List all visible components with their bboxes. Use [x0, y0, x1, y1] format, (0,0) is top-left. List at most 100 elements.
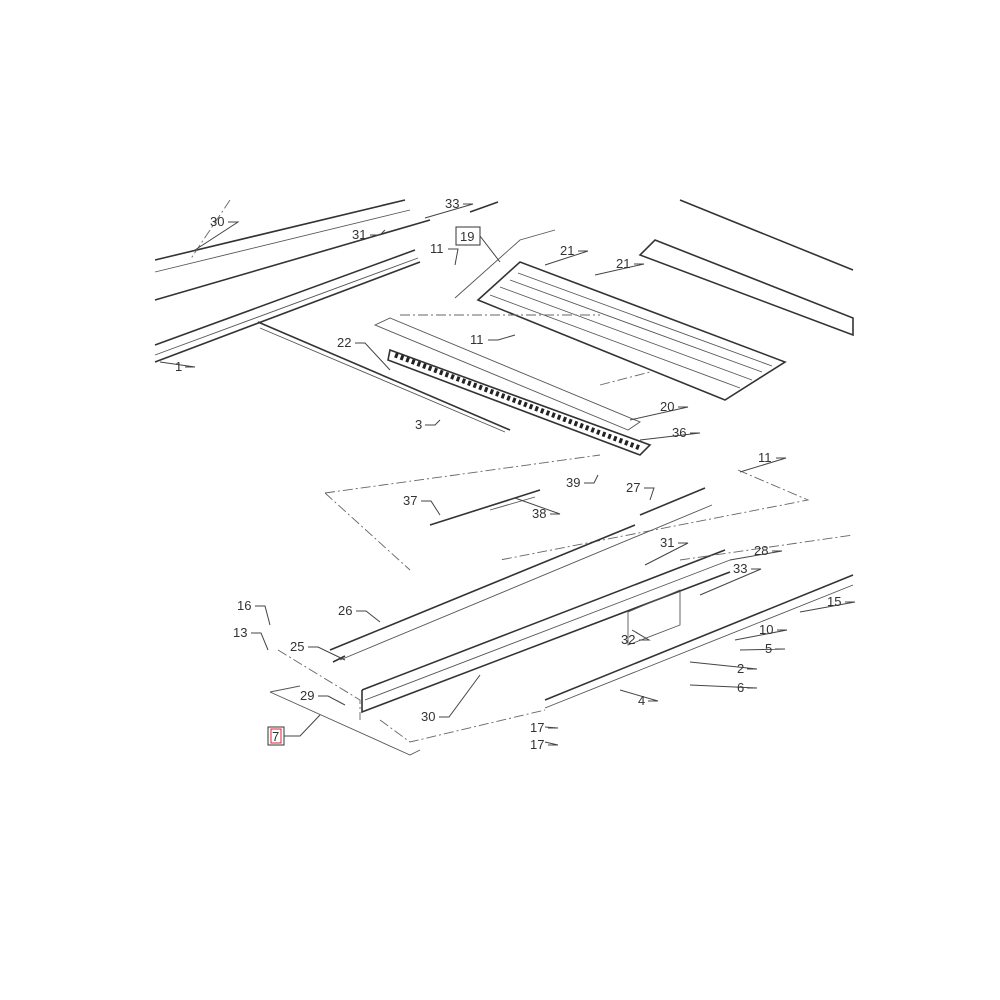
callout-number: 38 — [532, 506, 546, 521]
callout-19: 19 — [455, 226, 501, 263]
callout-number: 3 — [415, 417, 422, 432]
leader-line — [425, 419, 441, 426]
callout-11: 11 — [739, 450, 787, 473]
callout-38: 38 — [514, 497, 561, 521]
callout-1: 1 — [159, 359, 196, 374]
callout-number: 30 — [210, 214, 224, 229]
leader-line — [356, 610, 381, 623]
callout-11: 11 — [470, 332, 516, 347]
leader-line — [544, 250, 589, 266]
leader-line — [488, 334, 516, 341]
callout-31: 31 — [352, 227, 386, 242]
leader-line — [699, 568, 762, 596]
callout-16: 16 — [237, 598, 271, 626]
leader-line — [355, 342, 391, 371]
callout-30: 30 — [194, 214, 240, 251]
callout-28: 28 — [729, 543, 783, 561]
comb-part-20 — [373, 317, 652, 456]
leader-line — [544, 741, 559, 746]
leader-line — [544, 726, 559, 729]
callout-number: 33 — [445, 196, 459, 211]
leader-line — [644, 487, 655, 501]
strip-part-3 — [257, 321, 511, 433]
small-parts-37-38-27 — [429, 487, 706, 526]
callout-number: 10 — [759, 622, 773, 637]
callout-number: 15 — [827, 594, 841, 609]
callout-36: 36 — [639, 425, 701, 441]
leader-line — [159, 361, 196, 368]
callout-number: 31 — [660, 535, 674, 550]
callout-number: 27 — [626, 480, 640, 495]
callout-37: 37 — [403, 493, 441, 516]
callout-13: 13 — [233, 625, 269, 651]
callout-number: 31 — [352, 227, 366, 242]
panel-part-19 — [400, 229, 787, 401]
leader-line — [639, 432, 701, 441]
callout-27: 27 — [626, 480, 655, 501]
leader-line — [194, 221, 240, 251]
callout-21: 21 — [544, 243, 589, 266]
callout-number: 22 — [337, 335, 351, 350]
callout-25: 25 — [290, 639, 346, 661]
leader-line — [629, 406, 689, 421]
callout-15: 15 — [799, 594, 856, 613]
callout-number: 11 — [470, 332, 484, 347]
callout-number: 17 — [530, 737, 544, 752]
leader-line — [739, 648, 786, 651]
leader-line — [799, 601, 856, 613]
rails-top-right — [469, 199, 854, 337]
leader-line — [584, 474, 599, 484]
callout-number: 17 — [530, 720, 544, 735]
leader-line — [631, 629, 651, 641]
rail-assembly-top-left — [154, 199, 431, 363]
callout-17: 17 — [530, 720, 559, 735]
callout-number: 26 — [338, 603, 352, 618]
plate-part-7 — [269, 685, 421, 756]
leader-line — [439, 674, 481, 718]
callout-number: 19 — [460, 229, 474, 244]
callout-number: 11 — [758, 450, 772, 465]
leader-line — [619, 689, 659, 702]
channel-part-28 — [361, 549, 731, 714]
callout-2: 2 — [689, 661, 758, 676]
callout-22: 22 — [337, 335, 391, 371]
leader-line — [370, 229, 386, 236]
callout-number: 25 — [290, 639, 304, 654]
leader-line — [255, 605, 271, 626]
leader-line — [689, 661, 758, 670]
callout-21: 21 — [594, 256, 645, 276]
callout-number: 4 — [638, 693, 645, 708]
bar-part-4 — [544, 534, 854, 709]
callout-number: 21 — [616, 256, 630, 271]
leader-line — [318, 695, 346, 706]
callout-number: 32 — [621, 632, 635, 647]
callout-number: 36 — [672, 425, 686, 440]
callout-number: 20 — [660, 399, 674, 414]
callout-30: 30 — [421, 674, 481, 724]
leader-line — [734, 629, 788, 641]
callout-29: 29 — [300, 688, 346, 706]
leader-line — [284, 714, 321, 737]
callout-26: 26 — [338, 603, 381, 623]
callout-20: 20 — [629, 399, 689, 421]
callout-number: 30 — [421, 709, 435, 724]
callout-number: 7 — [272, 729, 279, 744]
leader-line — [594, 263, 645, 276]
callout-number: 16 — [237, 598, 251, 613]
leader-line — [308, 646, 346, 661]
callout-number: 1 — [175, 359, 182, 374]
callout-number: 21 — [560, 243, 574, 258]
callout-31: 31 — [644, 535, 689, 566]
leader-line — [479, 235, 501, 263]
callout-number: 29 — [300, 688, 314, 703]
leader-line — [644, 542, 689, 566]
callout-32: 32 — [621, 629, 651, 647]
callout-number: 28 — [754, 543, 768, 558]
callout-number: 2 — [737, 661, 744, 676]
callout-5: 5 — [739, 641, 786, 656]
highlight-box — [270, 728, 282, 744]
callout-33: 33 — [699, 561, 762, 596]
